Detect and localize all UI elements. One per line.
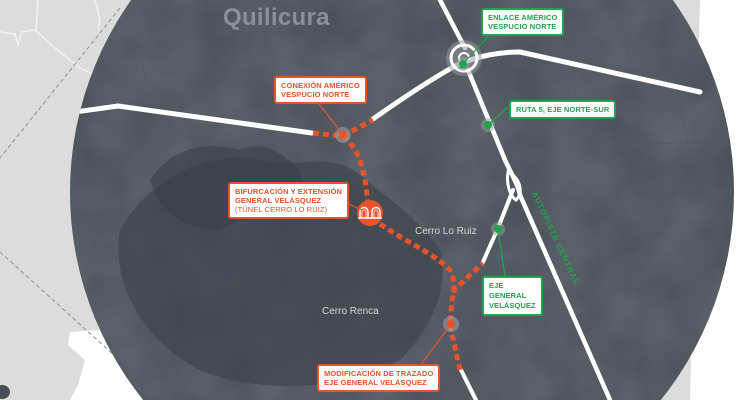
leader-modificacion xyxy=(419,323,452,367)
project-route-branch xyxy=(450,261,485,294)
label-line: EJE GENERAL VELÁSQUEZ xyxy=(324,378,427,387)
road-general-velasquez-south xyxy=(459,368,478,400)
label-modificacion-trazado[interactable]: MODIFICACIÓN DE TRAZADO EJE GENERAL VELÁ… xyxy=(317,364,441,392)
label-line: RUTA 5, EJE NORTE-SUR xyxy=(516,105,610,114)
leader-enlace xyxy=(462,31,493,65)
label-line: CONEXIÓN AMÉRICO xyxy=(281,81,360,90)
tunnel-icon[interactable] xyxy=(357,200,383,226)
leader-velasquez xyxy=(497,228,506,277)
label-eje-general-velasquez[interactable]: EJE GENERAL VELÁSQUEZ xyxy=(482,276,543,316)
leader-ruta5 xyxy=(487,106,509,126)
label-line: BIFURCACIÓN Y EXTENSIÓN xyxy=(235,187,343,196)
boundary-lines xyxy=(0,0,101,76)
interchange-ruta5-velasquez xyxy=(506,169,522,202)
dark-patch xyxy=(0,385,10,399)
label-line: GENERAL xyxy=(489,291,527,300)
label-line: MODIFICACIÓN DE TRAZADO xyxy=(324,369,434,378)
project-route-tunnel-south xyxy=(370,216,457,326)
label-conexion-americo-vespucio-norte[interactable]: CONEXIÓN AMÉRICO VESPUCIO NORTE xyxy=(274,76,367,104)
label-subline: (TÚNEL CERRO LO RUIZ) xyxy=(235,205,328,214)
label-line: VESPUCIO NORTE xyxy=(488,22,557,31)
project-route-modification xyxy=(447,324,463,371)
label-enlace-americo-vespucio-norte[interactable]: ENLACE AMÉRICO VESPUCIO NORTE xyxy=(481,8,565,36)
label-line: GENERAL VELÁSQUEZ xyxy=(235,196,322,205)
label-line: VESPUCIO NORTE xyxy=(281,90,350,99)
label-line: VELÁSQUEZ xyxy=(489,301,536,310)
town-label-quilicura: Quilicura xyxy=(223,4,330,31)
place-label-cerro-renca: Cerro Renca xyxy=(322,306,379,317)
place-label-cerro-lo-ruiz: Cerro Lo Ruiz xyxy=(415,226,477,237)
leader-conexion xyxy=(316,100,344,136)
road-americo-vespucio-west xyxy=(72,103,315,136)
label-line: EJE xyxy=(489,281,504,290)
label-bifurcacion-extension[interactable]: BIFURCACIÓN Y EXTENSIÓN GENERAL VELÁSQUE… xyxy=(228,182,350,219)
label-ruta-5[interactable]: RUTA 5, EJE NORTE-SUR xyxy=(509,100,617,119)
label-line: ENLACE AMÉRICO xyxy=(488,13,558,22)
